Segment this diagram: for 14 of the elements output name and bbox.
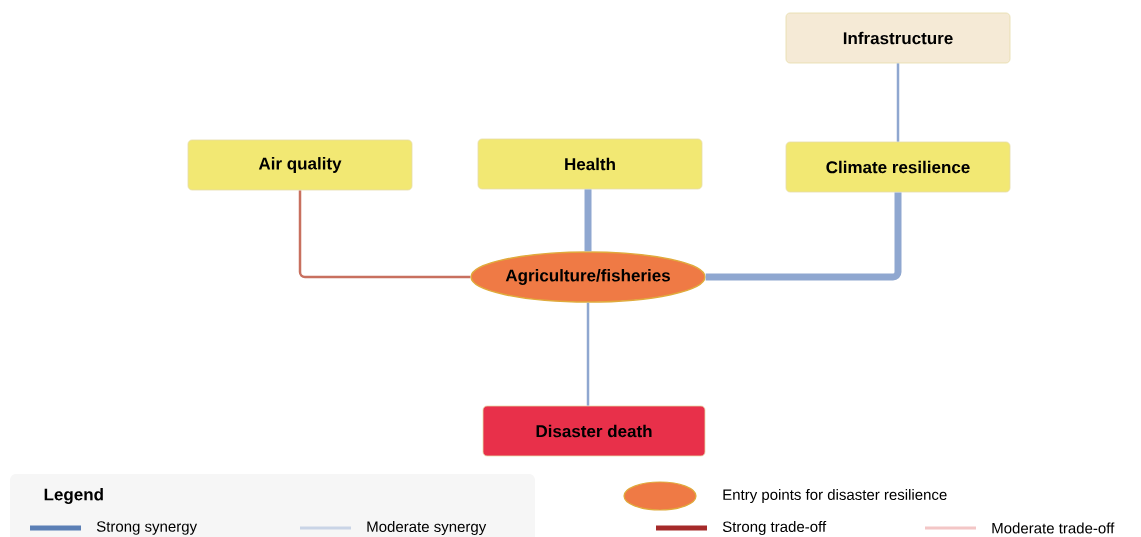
legend-label: Strong trade-off xyxy=(722,521,827,535)
legend-label: Entry points for disaster resilience xyxy=(723,489,947,503)
topic-box: Air quality xyxy=(187,139,413,191)
legend-title: Legend xyxy=(44,488,103,504)
legend-label: Moderate synergy xyxy=(367,521,487,535)
legend-label: Moderate trade-off xyxy=(992,522,1115,534)
topic-box: Disaster death xyxy=(482,405,706,457)
topic-box: Health xyxy=(477,138,703,190)
connector-line xyxy=(896,63,900,142)
topic-box: Infrastructure xyxy=(785,12,1011,64)
connector-line xyxy=(298,190,471,279)
connector-line xyxy=(586,302,590,406)
legend-label: Strong synergy xyxy=(96,521,198,535)
topic-box: Climate resilience xyxy=(785,141,1011,193)
